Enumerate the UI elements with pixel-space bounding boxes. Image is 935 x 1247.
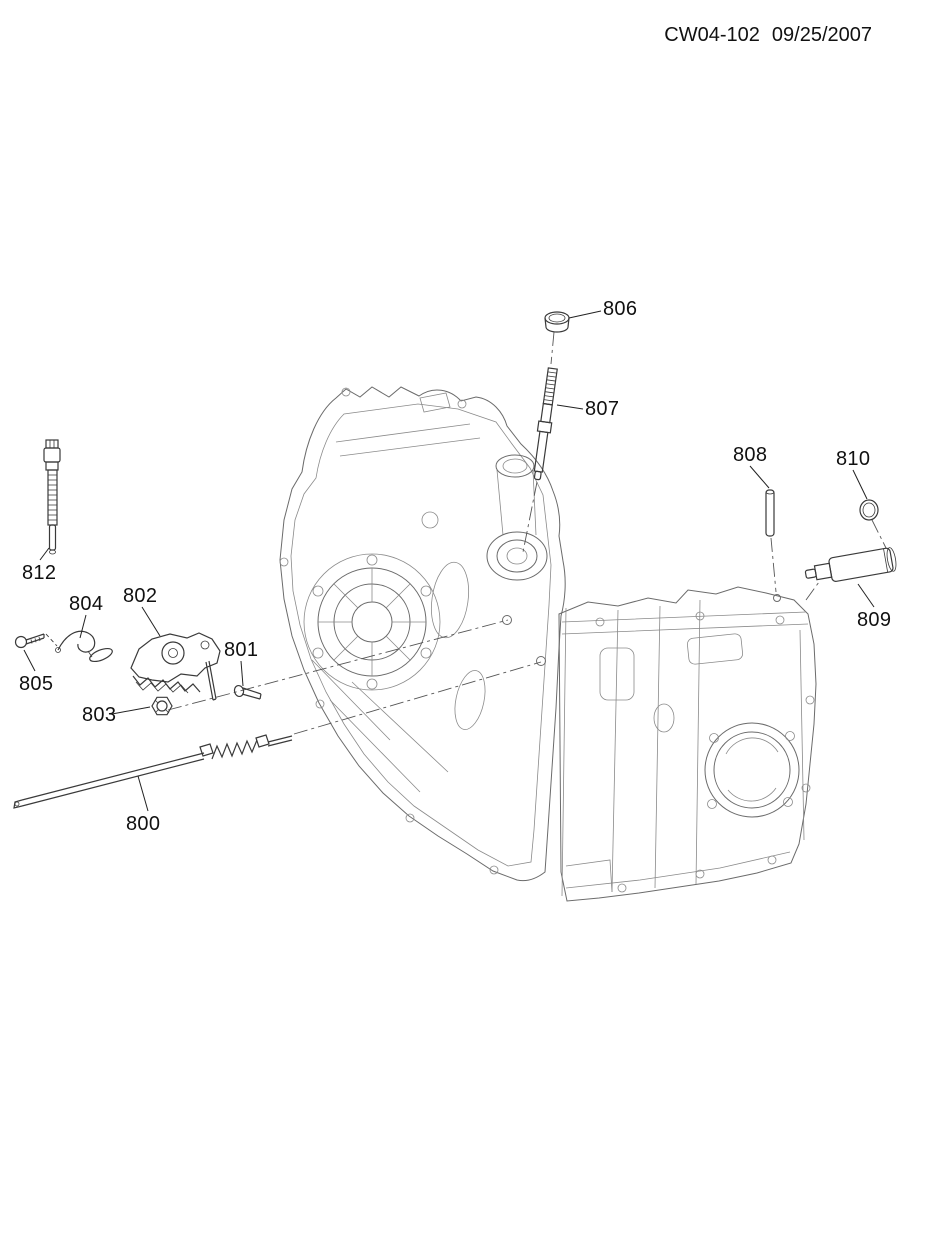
callout-810: 810 bbox=[836, 448, 871, 470]
part-801 bbox=[233, 684, 262, 700]
leader-lines bbox=[23, 310, 875, 812]
callout-805: 805 bbox=[19, 673, 54, 695]
callout-800: 800 bbox=[126, 813, 161, 835]
callout-803: 803 bbox=[82, 704, 117, 726]
drawing-date: 09/25/2007 bbox=[771, 24, 872, 46]
part-804 bbox=[55, 630, 113, 663]
part-807 bbox=[533, 367, 558, 481]
callout-807: 807 bbox=[585, 398, 620, 420]
centerlines bbox=[167, 331, 887, 735]
part-806 bbox=[544, 311, 570, 333]
part-809 bbox=[804, 547, 897, 582]
callout-809: 809 bbox=[857, 609, 892, 631]
part-803 bbox=[151, 696, 173, 716]
transaxle-case-left bbox=[279, 386, 566, 882]
transaxle-case-right bbox=[558, 586, 817, 902]
part-812 bbox=[43, 439, 61, 555]
callout-804: 804 bbox=[69, 593, 104, 615]
drawing-header: CW04-102 09/25/2007 bbox=[664, 24, 872, 47]
part-802 bbox=[130, 632, 221, 701]
drawing-code: CW04-102 bbox=[664, 24, 760, 46]
part-808 bbox=[765, 489, 775, 537]
callout-812: 812 bbox=[22, 562, 57, 584]
part-805 bbox=[14, 633, 58, 649]
part-810 bbox=[859, 499, 879, 521]
callout-801: 801 bbox=[224, 639, 259, 661]
callout-802: 802 bbox=[123, 585, 158, 607]
callout-808: 808 bbox=[733, 444, 768, 466]
part-800 bbox=[13, 734, 293, 809]
callout-806: 806 bbox=[603, 298, 638, 320]
